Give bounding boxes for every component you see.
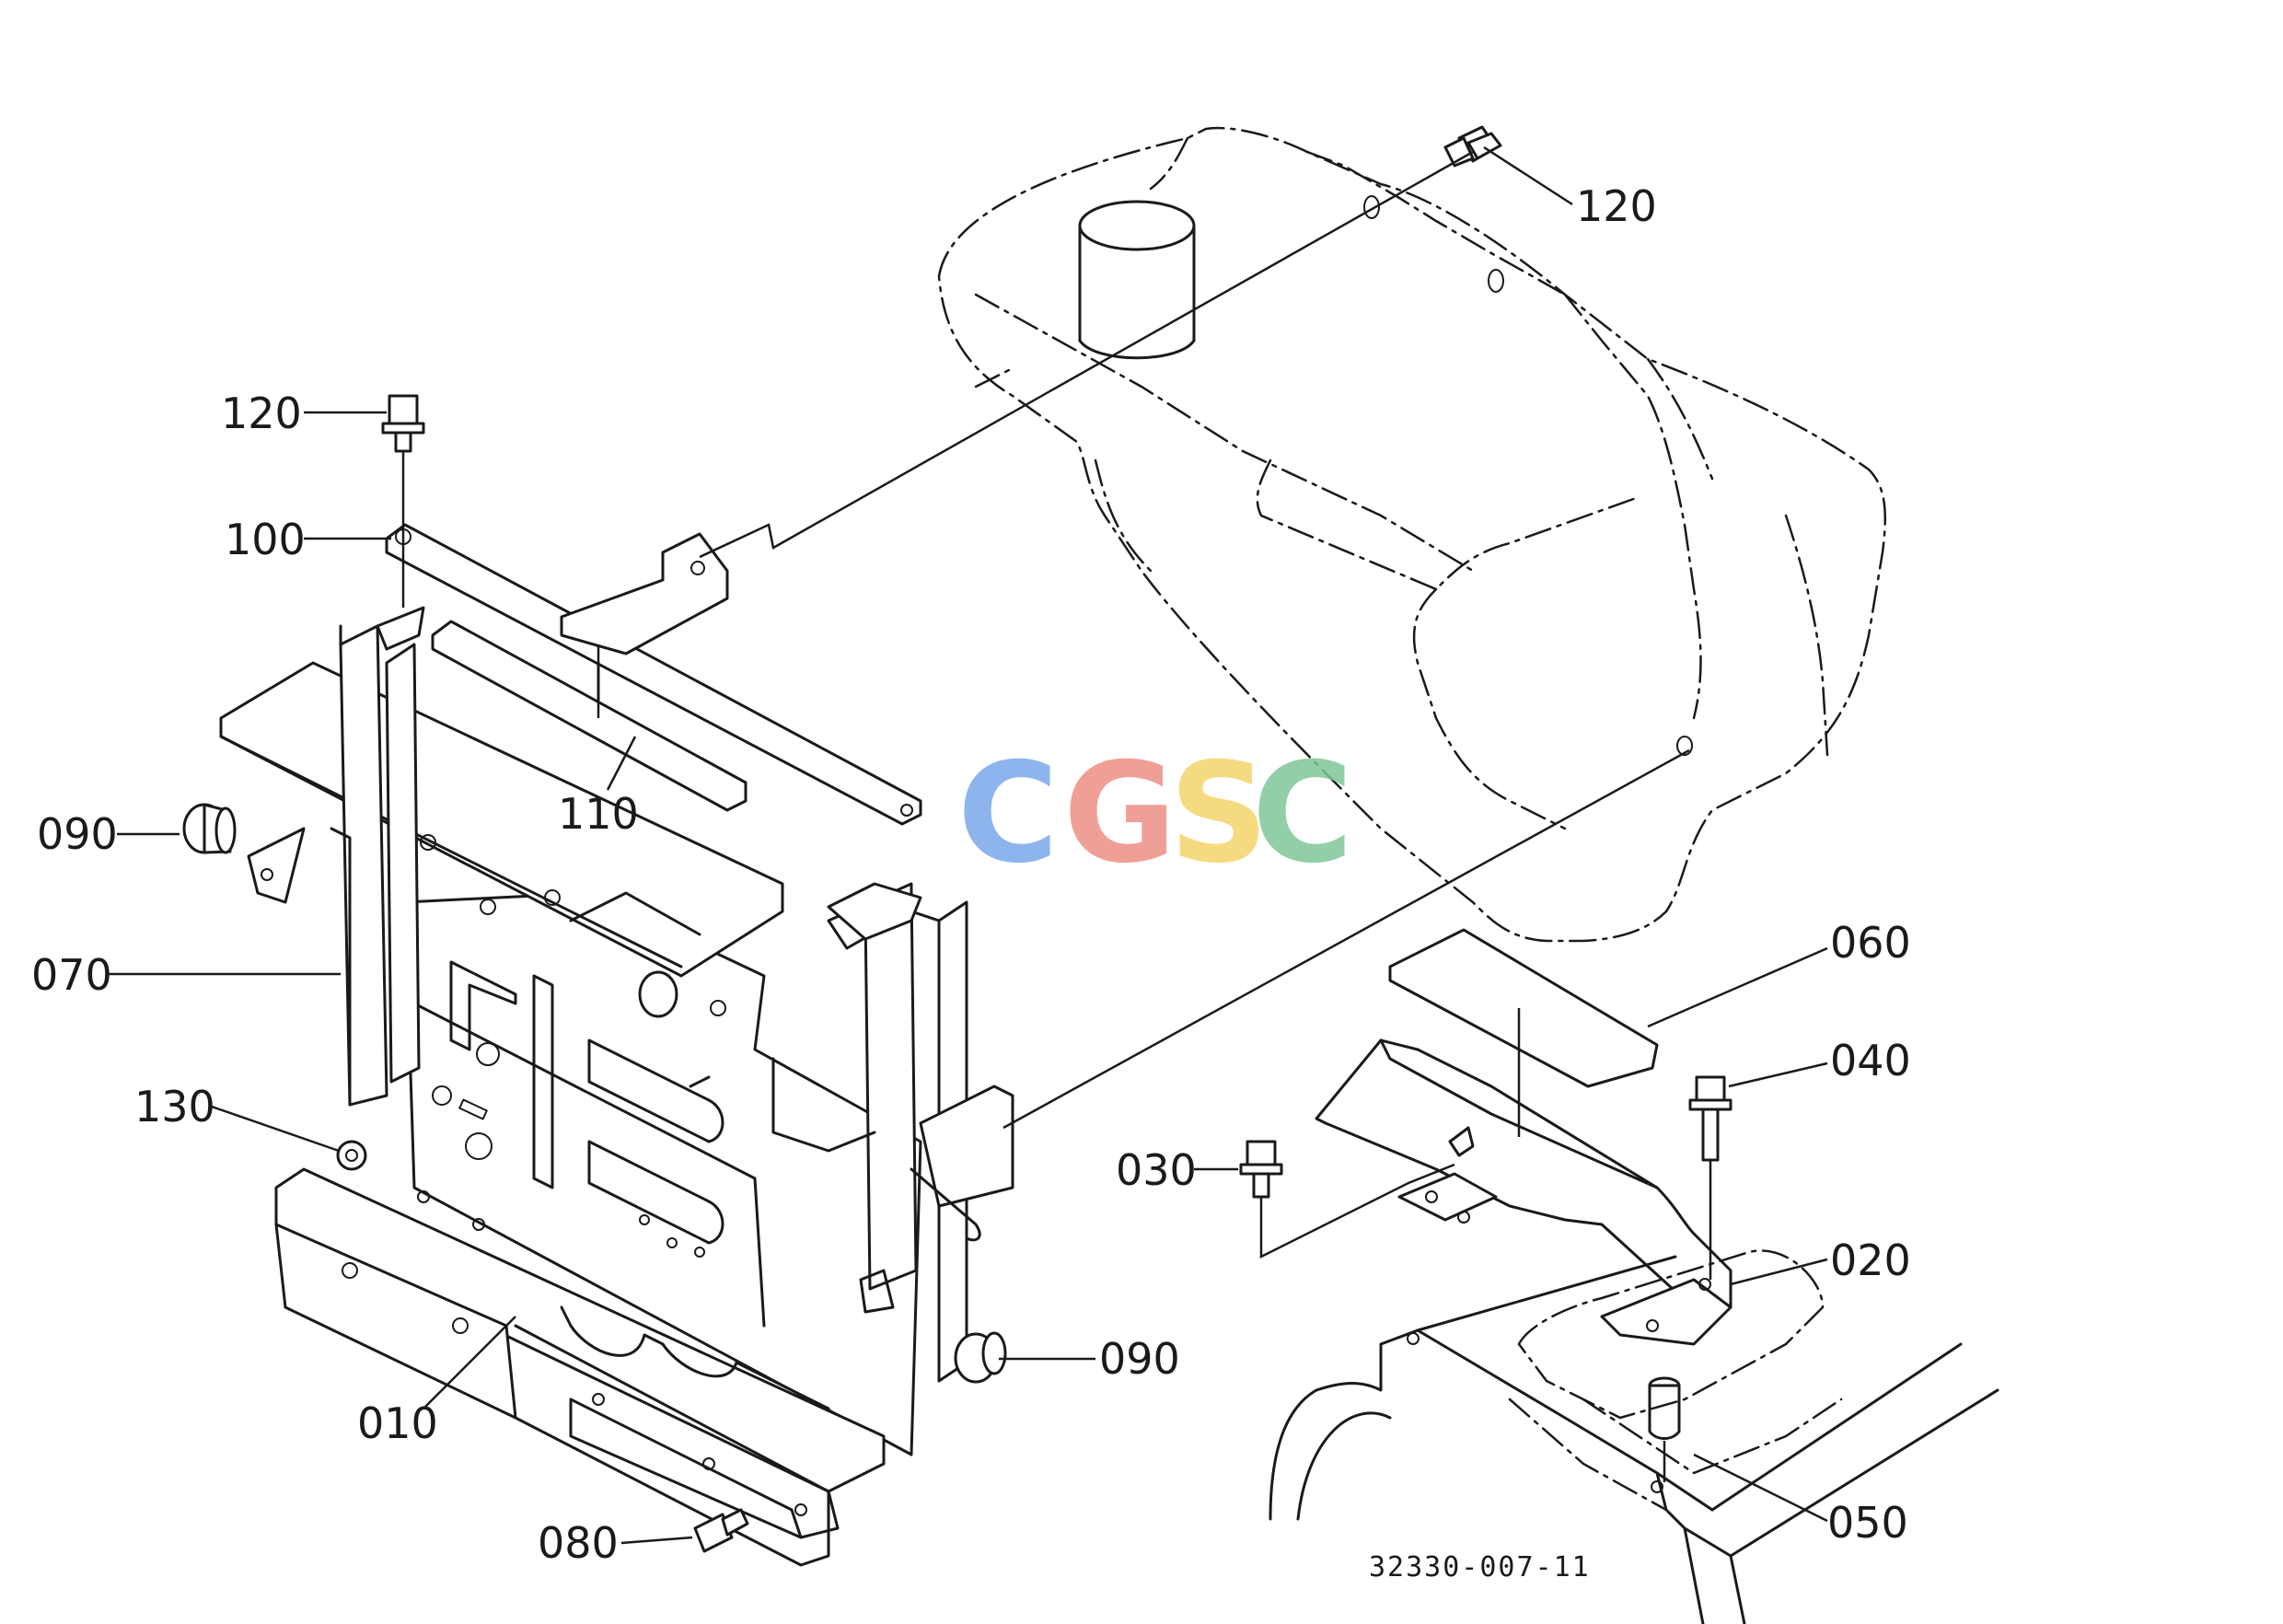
collar-050 (1648, 1376, 1681, 1440)
bolt-030 (1239, 1140, 1283, 1199)
callout-110: 110 (558, 789, 639, 839)
callout-020: 020 (1830, 1235, 1911, 1285)
drawing-reference-number: 32330-007-11 (1369, 1551, 1591, 1583)
callout-080: 080 (538, 1518, 619, 1568)
fuel-tank-outline (937, 126, 1886, 943)
callout-120-top-right: 120 (1576, 181, 1657, 231)
callout-090-left: 090 (37, 809, 118, 859)
watermark-letter-c1: C (957, 734, 1059, 894)
callout-130: 130 (134, 1082, 215, 1131)
bolt-080 (693, 1508, 749, 1553)
assembly-lines (401, 150, 1712, 1482)
bracket-020 (1315, 1038, 1733, 1346)
callout-leaders (109, 145, 1828, 1545)
nut-130 (336, 1140, 367, 1171)
rubber-mount-left (182, 803, 237, 854)
machine-frame-outline (1269, 1249, 1999, 1624)
callout-060: 060 (1830, 918, 1911, 968)
callout-040: 040 (1830, 1036, 1911, 1085)
bolt-040 (1688, 1075, 1733, 1162)
callout-100: 100 (225, 515, 306, 564)
bottom-rail (274, 1167, 886, 1567)
watermark-letter-s: S (1169, 734, 1269, 894)
watermark-letter-g: G (1063, 734, 1176, 894)
tank-bracket-frame (219, 606, 1014, 1456)
callout-labels: 120 120 100 110 090 070 130 010 080 090 … (31, 181, 1911, 1568)
rubber-mount-right (859, 1269, 1007, 1384)
bolt-120-top-right (1443, 125, 1502, 168)
callout-070: 070 (31, 950, 112, 1000)
callout-090-right: 090 (1099, 1334, 1180, 1384)
bolt-120-top-left (381, 394, 425, 453)
pad-060 (1388, 928, 1659, 1088)
callout-010: 010 (357, 1398, 438, 1448)
cgsc-watermark: C G S C (957, 734, 1353, 894)
callout-030: 030 (1116, 1145, 1197, 1195)
callout-120-top-left: 120 (221, 389, 302, 438)
tank-straps (385, 523, 922, 826)
callout-050: 050 (1827, 1498, 1908, 1548)
watermark-letter-c2: C (1252, 734, 1353, 894)
